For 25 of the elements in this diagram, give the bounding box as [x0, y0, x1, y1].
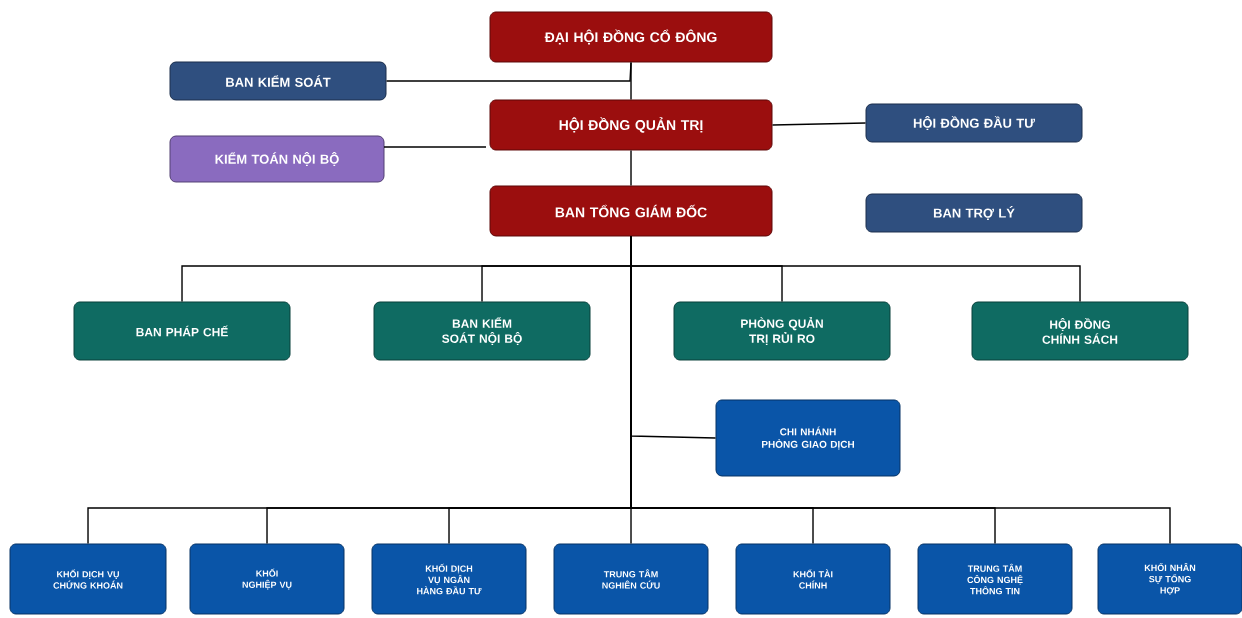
connector-line: [630, 235, 1171, 545]
committee-box: HỘI ĐỒNG ĐẦU TƯ: [865, 103, 1083, 143]
division-box: KHỐI TÀI CHÍNH: [735, 543, 891, 615]
committee-box: BAN KIỂM SOÁT: [169, 61, 387, 101]
division-box: CHI NHÁNH PHÒNG GIAO DỊCH: [715, 399, 901, 477]
division-box: KHỐI DỊCH VỤ NGÂN HÀNG ĐẦU TƯ: [371, 543, 527, 615]
connector-line: [630, 149, 632, 187]
division-box: KHỐI NGHIỆP VỤ: [189, 543, 345, 615]
department-box: BAN KIỂM SOÁT NỘI BỘ: [373, 301, 591, 361]
division-box: KHỐI DỊCH VỤ CHỨNG KHOÁN: [9, 543, 167, 615]
governance-box: BAN TỔNG GIÁM ĐỐC: [489, 185, 773, 237]
connector-line: [383, 146, 487, 148]
governance-box: ĐẠI HỘI ĐỒNG CỔ ĐÔNG: [489, 11, 773, 63]
department-box: PHÒNG QUẢN TRỊ RỦI RO: [673, 301, 891, 361]
division-box: TRUNG TÂM NGHIÊN CỨU: [553, 543, 709, 615]
audit-box: KIỂM TOÁN NỘI BỘ: [169, 135, 385, 183]
connector-line: [385, 61, 632, 82]
committee-box: BAN TRỢ LÝ: [865, 193, 1083, 233]
department-box: HỘI ĐỒNG CHÍNH SÁCH: [971, 301, 1189, 361]
connector-line: [630, 61, 632, 101]
division-box: KHỐI NHÂN SỰ TỔNG HỢP: [1097, 543, 1242, 615]
connector-line: [771, 122, 867, 126]
governance-box: HỘI ĐỒNG QUẢN TRỊ: [489, 99, 773, 151]
division-box: TRUNG TÂM CÔNG NGHỆ THÔNG TIN: [917, 543, 1073, 615]
department-box: BAN PHÁP CHẾ: [73, 301, 291, 361]
